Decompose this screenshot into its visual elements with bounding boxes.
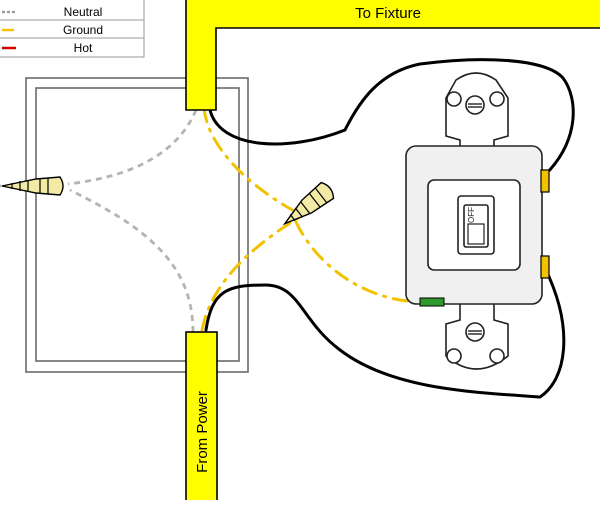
cable-label-top: To Fixture: [355, 5, 421, 22]
mounting-hole-top-left: [446, 91, 462, 107]
cable-to-fixture: To Fixture: [185, 0, 600, 111]
cable-from-power: From Power: [185, 331, 218, 505]
legend: Neutral Ground Hot: [0, 0, 145, 58]
ground-wires: [200, 106, 422, 332]
switch-toggle-label: OFF: [467, 207, 476, 223]
ground-wire-to-switch: [294, 220, 422, 304]
hot-wire-to-fixture: [208, 58, 575, 177]
legend-item-ground: Ground: [2, 23, 103, 37]
mounting-screw-top: [465, 95, 485, 115]
cable-jacket-top: [185, 0, 600, 111]
cable-jacket-bottom: [185, 331, 218, 505]
hot-wires: [204, 58, 575, 399]
terminal-screw-top: [540, 169, 550, 193]
ground-screw: [419, 297, 445, 307]
wire-nut-neutral: [0, 176, 64, 196]
mounting-screw-bottom: [465, 322, 485, 342]
switch-toggle-lever: [467, 223, 485, 245]
ground-wire-from-fixture: [202, 106, 298, 214]
legend-label-hot: Hot: [74, 41, 93, 55]
legend-label-ground: Ground: [63, 23, 103, 37]
wire-nut-ground: [282, 181, 335, 226]
mounting-hole-bottom-right: [489, 348, 505, 364]
electrical-box: [25, 77, 249, 373]
mounting-hole-bottom-left: [446, 348, 462, 364]
legend-item-neutral: Neutral: [2, 5, 102, 19]
mounting-hole-top-right: [489, 91, 505, 107]
neutral-wire-from-power: [69, 188, 195, 333]
legend-item-hot: Hot: [2, 41, 93, 55]
neutral-wire-from-fixture: [67, 109, 198, 186]
light-switch: OFF: [405, 72, 550, 370]
cable-label-bottom: From Power: [194, 391, 211, 473]
ground-wire-from-power: [200, 216, 300, 332]
legend-label-neutral: Neutral: [64, 5, 103, 19]
hot-wire-from-power: [204, 266, 566, 399]
terminal-screw-bottom: [540, 255, 550, 279]
neutral-wires: [67, 109, 198, 333]
